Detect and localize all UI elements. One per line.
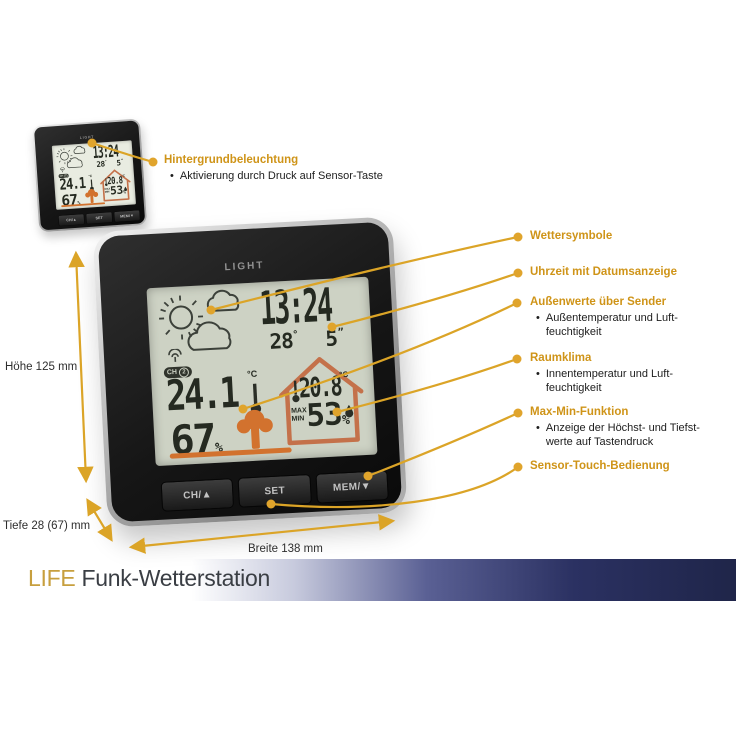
annotation-time-date: Uhrzeit mit Datumsanzeige (530, 266, 677, 278)
annotation-indoor-climate: Raumklima Innentemperatur und Luft- feuc… (530, 352, 730, 395)
date-day: 28° (96, 159, 107, 169)
annotation-outdoor-values: Außenwerte über Sender Außentemperatur u… (530, 296, 730, 339)
outdoor-temperature: 24.1 (164, 367, 239, 421)
annotation-weather-symbols: Wettersymbole (530, 230, 613, 242)
date-month: 5” (324, 326, 345, 351)
outdoor-temperature: 24.1 (58, 173, 86, 194)
tree-sensor-icon (236, 409, 273, 449)
outdoor-ground-line (169, 447, 292, 459)
height-dimension-label: Höhe 125 mm (5, 361, 78, 373)
weather-station-main: LIGHT (92, 216, 408, 528)
product-name: Funk-Wetterstation (81, 565, 270, 591)
annotation-max-min: Max-Min-Funktion Anzeige der Höchst- und… (530, 406, 730, 449)
brand-name: LIFE (28, 565, 76, 591)
outdoor-unit: °C (246, 368, 258, 380)
weather-station-inset: LIGHT (32, 118, 148, 233)
set-button[interactable]: SET (237, 473, 312, 508)
time-display: 13:24 (258, 277, 333, 336)
button-row: CH/▲ SET MEM/▼ (58, 209, 141, 227)
weather-symbols-icon (159, 289, 240, 351)
indoor-thermometer-icon (104, 178, 108, 186)
memory-down-button[interactable]: MEM/▼ (113, 209, 141, 223)
channel-up-button[interactable]: CH/▲ (58, 213, 85, 227)
button-row: CH/▲ SET MEM/▼ (160, 469, 389, 512)
signal-icon (168, 348, 182, 362)
max-min-labels: MAX MIN (290, 407, 307, 423)
date-month: 5” (116, 158, 124, 168)
house-icon (100, 169, 131, 202)
lcd-display: 13:24 28° 5” CH 2 24.1 °C 67% (51, 140, 136, 210)
memory-down-button[interactable]: MEM/▼ (315, 469, 389, 504)
indoor-unit: °C (121, 174, 126, 178)
outdoor-ground-line (61, 202, 106, 208)
page-title: LIFE Funk-Wetterstation (28, 565, 270, 592)
device-body: LIGHT (97, 221, 403, 523)
device-body: LIGHT (33, 120, 146, 231)
date-day: 28° (268, 328, 298, 354)
footer-gradient-bar (0, 559, 736, 601)
channel-up-button[interactable]: CH/▲ (160, 478, 235, 512)
annotation-title: Hintergrundbeleuchtung (164, 154, 299, 166)
lcd-display: 13:24 28° 5” CH 2 24.1 °C 67% (146, 276, 378, 467)
signal-icon (60, 167, 65, 173)
device-frame: LIGHT (92, 216, 408, 528)
height-arrow (68, 250, 94, 484)
annotation-backlight: Hintergrundbeleuchtung Aktivierung durch… (164, 154, 444, 184)
humidity-drop-icon (124, 186, 128, 192)
weather-symbols-icon (56, 146, 86, 169)
depth-dimension-label: Tiefe 28 (67) mm (3, 520, 91, 532)
set-button[interactable]: SET (85, 211, 113, 225)
indoor-unit: °C (339, 369, 349, 380)
device-frame: LIGHT (32, 118, 148, 233)
light-touch-sensor[interactable]: LIGHT (224, 260, 265, 274)
annotation-sensor-touch: Sensor-Touch-Bedienung (530, 460, 670, 472)
humidity-drop-icon (345, 404, 354, 418)
tree-sensor-icon (85, 188, 99, 204)
width-dimension-label: Breite 138 mm (248, 543, 323, 555)
annotation-bullet: Aktivierung durch Druck auf Sensor-Taste (164, 170, 444, 184)
